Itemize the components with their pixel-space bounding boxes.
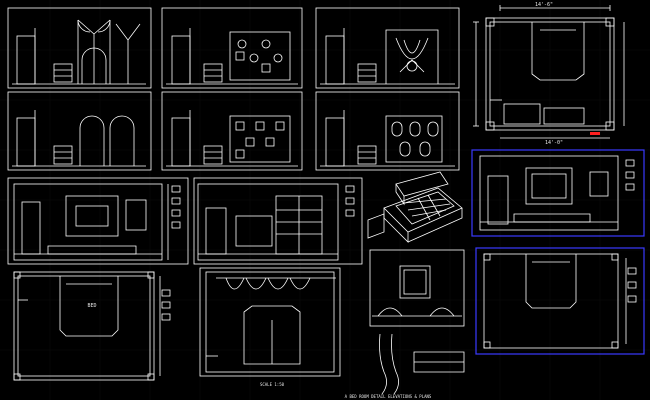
floor-plan-blue-framed [475,247,645,355]
floor-plan-bottom-middle [199,267,341,377]
isometric-bed-view [367,171,463,243]
elevation-blue-framed [471,149,645,237]
plan-top-dimension: 14'-6" [535,2,553,8]
floor-plan-bottom-left [13,271,171,381]
elevation-panel-6 [315,91,460,171]
elevation-panel-2 [161,7,303,89]
bed-label: BED [87,303,96,309]
elevation-small-detail [369,249,465,395]
scale-note: SCALE 1:50 [260,382,285,387]
elevation-panel-4 [7,91,152,171]
drawing-caption: A BED ROOM DETAIL ELEVATIONS & PLANS [345,394,432,399]
elevation-panel-1 [7,7,152,89]
elevation-panel-3 [315,7,460,89]
floor-plan-top-right [473,5,625,139]
red-marker [590,132,600,135]
plan-bottom-dimension: 14'-0" [545,140,563,146]
elevation-large-2 [193,177,363,265]
elevation-large-1 [7,177,189,265]
elevation-panel-5 [161,91,303,171]
